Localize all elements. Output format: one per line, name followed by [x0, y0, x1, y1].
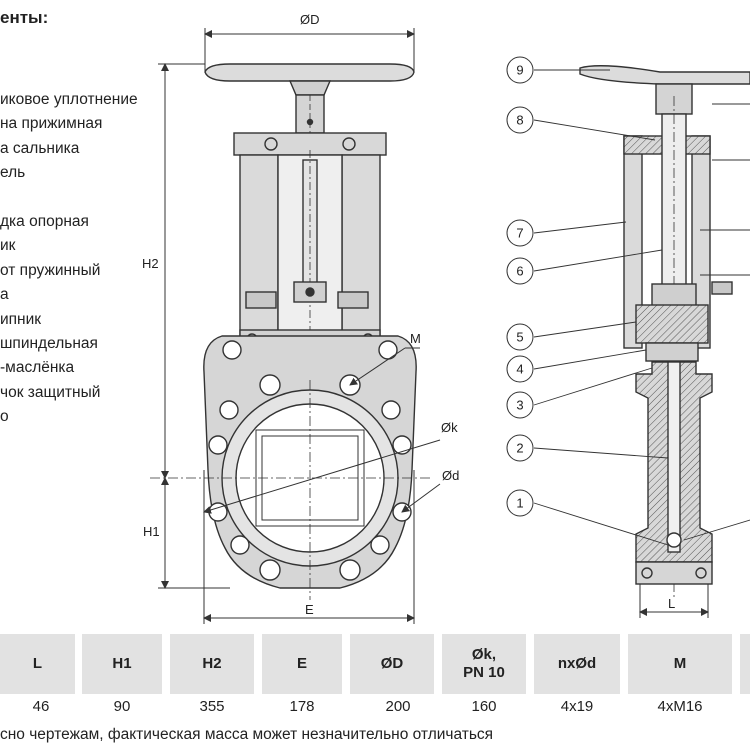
dim-label-od-small: Ød	[442, 468, 459, 483]
value-h2: 355	[199, 698, 225, 715]
callout-2: 2	[506, 434, 534, 462]
side-view	[533, 65, 750, 618]
callout-9: 9	[506, 56, 534, 84]
callout-1: 1	[506, 489, 534, 517]
header-h2: H2	[170, 634, 254, 694]
footnote: сно чертежам, фактическая масса может не…	[0, 726, 494, 743]
value-nxod: 4x19	[560, 698, 594, 715]
dim-label-l: L	[668, 596, 675, 611]
spec-table: L H1 H2 E ØD Øk, PN 10 nxØd M 46 90 355 …	[0, 634, 750, 718]
yoke	[233, 132, 387, 360]
side-dimension	[639, 584, 709, 618]
component-item: о	[0, 408, 9, 426]
component-item: чок защитный	[0, 383, 101, 401]
header-cut-off	[740, 634, 750, 694]
component-item: на прижимная	[0, 115, 103, 133]
component-item: а	[0, 286, 9, 304]
header-e: E	[262, 634, 342, 694]
callout-6: 6	[506, 257, 534, 285]
header-od: ØD	[350, 634, 434, 694]
component-item: ипник	[0, 310, 42, 328]
dim-label-h2: H2	[142, 256, 159, 271]
dim-label-od: ØD	[300, 12, 320, 27]
dim-label-m: M	[410, 331, 421, 346]
dim-label-ok: Øk	[441, 420, 458, 435]
value-h1: 90	[113, 698, 131, 715]
component-item: иковое уплотнение	[0, 91, 138, 108]
svg-text:7: 7	[516, 226, 523, 241]
callout-leaders	[533, 69, 750, 546]
value-od: 200	[385, 698, 411, 715]
svg-text:1: 1	[516, 496, 523, 511]
callout-5: 5	[506, 323, 534, 351]
callout-7: 7	[506, 219, 534, 247]
header-nxod: nxØd	[534, 634, 620, 694]
callout-3: 3	[506, 391, 534, 419]
component-item: ель	[0, 164, 26, 182]
callouts: 9 8 7 6 5 4 3 2 1	[506, 56, 534, 517]
value-l: 46	[32, 698, 50, 715]
valve-body	[150, 335, 432, 600]
component-item: -маслёнка	[0, 359, 75, 377]
callout-4: 4	[506, 355, 534, 383]
svg-text:3: 3	[516, 398, 523, 413]
svg-text:9: 9	[516, 63, 523, 78]
dim-label-h1: H1	[143, 524, 160, 539]
svg-text:2: 2	[516, 441, 523, 456]
valve-drawing: ØD H2 H1 E M Øk Ød	[142, 12, 750, 624]
svg-text:6: 6	[516, 264, 523, 279]
component-item: от пружинный	[0, 261, 101, 279]
dim-label-e: E	[305, 602, 314, 617]
value-e: 178	[289, 698, 315, 715]
component-item: дка опорная	[0, 212, 89, 230]
handwheel	[204, 63, 415, 134]
side-yoke	[623, 96, 733, 600]
callout-8: 8	[506, 106, 534, 134]
side-body	[635, 361, 713, 585]
value-ok: 160	[471, 698, 497, 715]
value-m: 4xM16	[657, 698, 703, 715]
svg-text:5: 5	[516, 330, 523, 345]
header-m: M	[628, 634, 732, 694]
svg-text:8: 8	[516, 113, 523, 128]
header-h1: H1	[82, 634, 162, 694]
header-ok: Øk, PN 10	[442, 634, 526, 694]
svg-text:4: 4	[516, 362, 523, 377]
header-l: L	[0, 634, 75, 694]
components-heading: енты:	[0, 8, 49, 27]
component-item: шпиндельная	[0, 334, 98, 352]
side-handwheel	[579, 65, 750, 115]
component-item: а сальника	[0, 139, 80, 157]
front-view	[150, 28, 441, 624]
dimension-lines	[158, 28, 441, 624]
component-item: ик	[0, 237, 16, 255]
components-list: иковое уплотнение на прижимная а сальник…	[0, 91, 138, 432]
